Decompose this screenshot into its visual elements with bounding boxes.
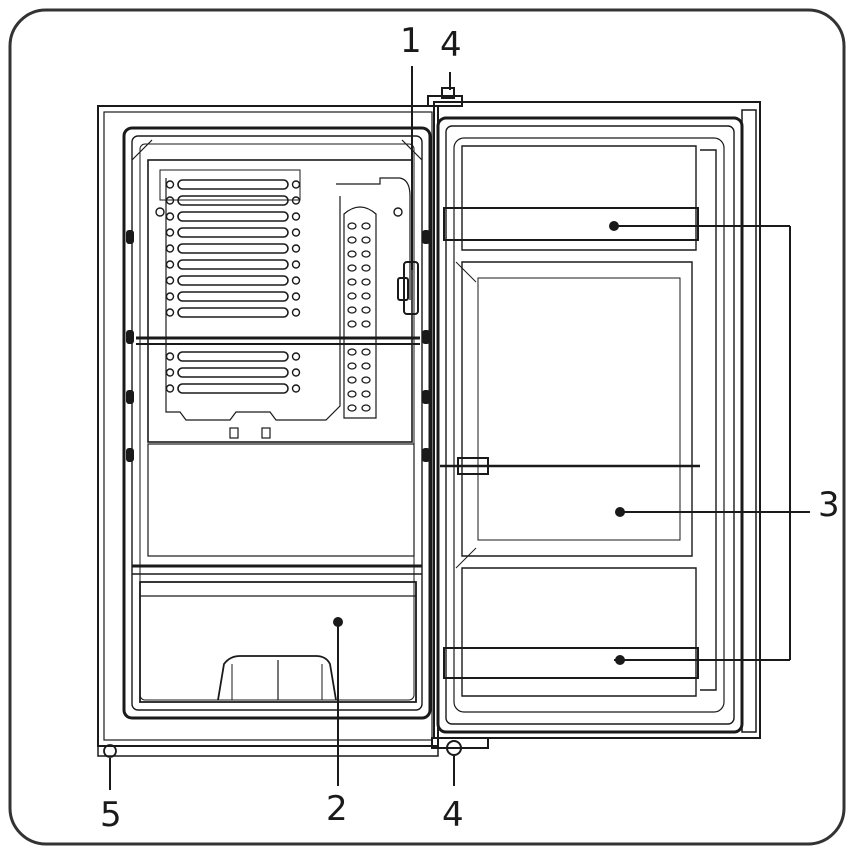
top-hinge — [427, 87, 463, 107]
shelf-supports — [126, 230, 430, 462]
callout-label-2: 2 — [326, 789, 348, 829]
crisper-drawer — [132, 443, 422, 703]
callout-label-4-bottom: 4 — [442, 795, 464, 835]
image-border — [8, 8, 846, 846]
callout-dots — [333, 221, 625, 665]
callout-leaders — [109, 66, 810, 790]
cabinet-base — [97, 744, 439, 758]
callout-label-1: 1 — [400, 21, 422, 61]
bottom-hinge — [431, 737, 489, 756]
callout-label-3: 3 — [818, 485, 840, 525]
open-door — [433, 101, 761, 739]
evaporator-panel — [147, 159, 413, 443]
wire-shelf — [136, 336, 420, 345]
callout-label-5: 5 — [100, 795, 122, 835]
callout-label-4-top: 4 — [440, 25, 462, 65]
